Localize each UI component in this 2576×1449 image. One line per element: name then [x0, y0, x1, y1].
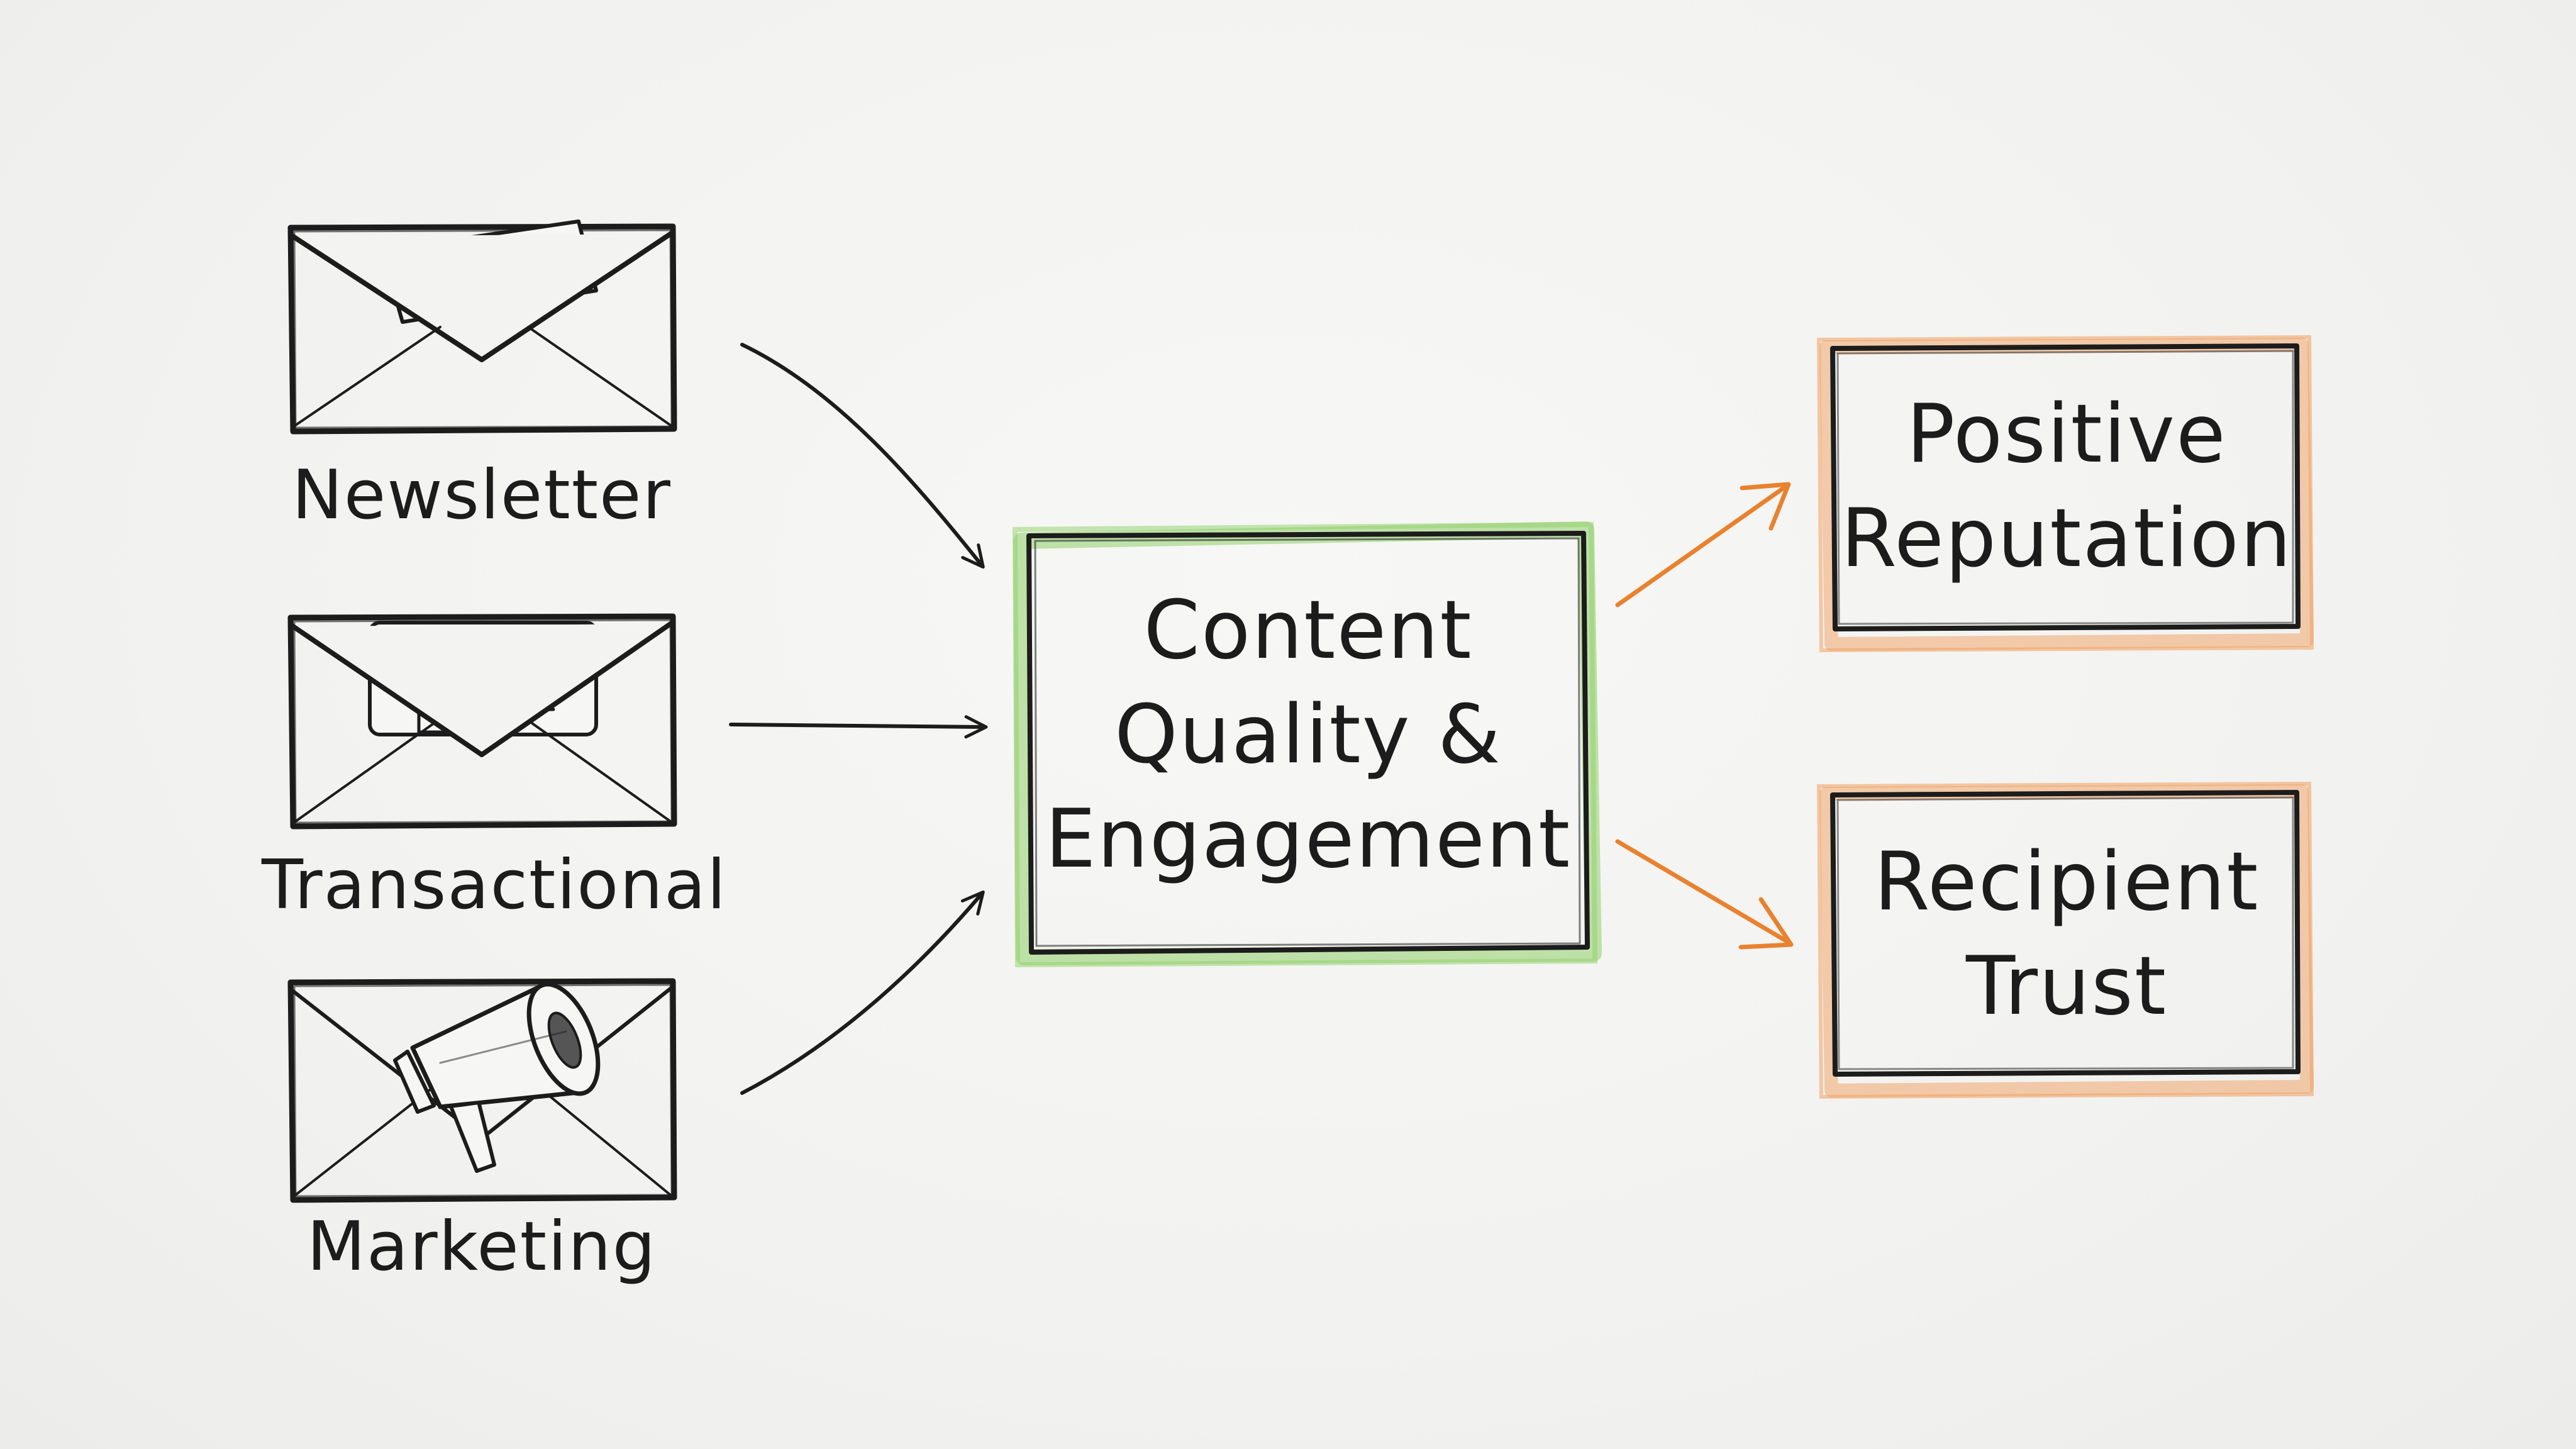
newsletter-label: Newsletter [292, 456, 672, 535]
arrow-center-to-recipient-trust [1615, 839, 1794, 950]
positive-reputation-line-1: Positive [1906, 387, 2227, 481]
recipient-trust-line-2: Trust [1966, 940, 2167, 1033]
megaphone-icon [393, 982, 601, 1173]
recipient-trust-box [1816, 781, 2314, 1099]
recipient-trust-line-1: Recipient [1874, 835, 2260, 929]
arrow-center-to-positive-reputation [1615, 482, 1791, 608]
transactional-label: Transactional [262, 846, 728, 924]
positive-reputation-box [1816, 335, 2314, 653]
center-line-2: Quality & [1114, 688, 1502, 782]
arrow-marketing-to-center [740, 890, 985, 1095]
recipient-trust-text: Recipient Trust [1834, 830, 2299, 1039]
arrow-newsletter-to-center [740, 343, 985, 569]
center-box-text: Content Quality & Engagement [1031, 579, 1585, 892]
positive-reputation-line-2: Reputation [1840, 492, 2293, 586]
center-line-1: Content [1143, 584, 1473, 677]
center-box [1012, 521, 1602, 968]
positive-reputation-text: Positive Reputation [1834, 382, 2299, 591]
newsletter-envelope-icon [287, 219, 677, 435]
megaphone-envelope-icon [287, 978, 677, 1203]
arrow-transactional-to-center [729, 715, 988, 739]
center-line-3: Engagement [1045, 792, 1572, 886]
receipt-envelope-icon [287, 613, 677, 830]
marketing-label: Marketing [306, 1208, 657, 1286]
